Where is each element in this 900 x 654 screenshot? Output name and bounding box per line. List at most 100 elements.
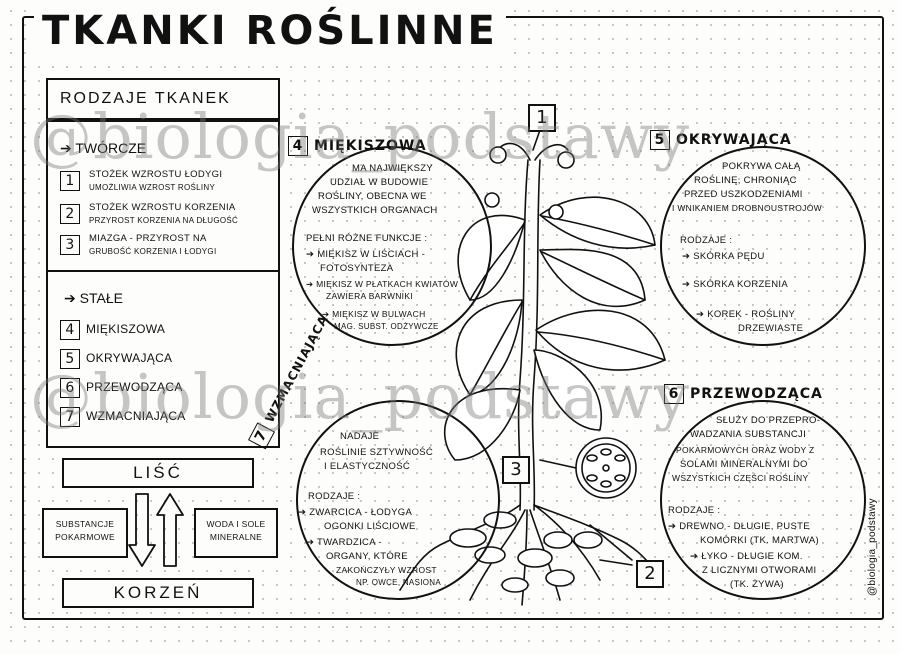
substancje-box: SUBSTANCJE POKARMOWE (42, 508, 128, 558)
przewodzaca-line: SOLAMI MINERALNYMI DO (680, 459, 808, 470)
przewodzaca-type: ➔ ŁYKO - DŁUGIE KOM. (690, 551, 803, 562)
tworcze-item-2: 2 STOŻEK WZROSTU KORZENIA PRZYROST KORZE… (60, 201, 238, 227)
okrywajaca-type: ➔ KOREK - ROŚLINY (696, 309, 796, 320)
woda-label: WODA I SOLE MINERALNE (206, 519, 266, 542)
tworcze-item-line1: STOŻEK WZROSTU ŁODYGI (88, 169, 223, 180)
stale-panel (46, 270, 280, 448)
num-badge: 4 (60, 320, 80, 340)
miekiszowa-line: MA NAJWIĘKSZY (352, 163, 433, 174)
okrywajaca-types-title: RODZAJE : (680, 235, 733, 246)
miekiszowa-line: WSZYSTKICH ORGANACH (312, 205, 438, 216)
tworcze-item-line1: STOŻEK WZROSTU KORZENIA (88, 202, 236, 213)
watermark-bottom: @biologia_podstawy (30, 360, 690, 433)
function-text: MIĘKISZ W LIŚCIACH - (317, 249, 426, 260)
num-badge: 3 (60, 235, 80, 255)
type-text: ŁYKO - DŁUGIE KOM. (701, 551, 803, 562)
num-badge: 4 (288, 136, 308, 156)
num-badge: 5 (650, 130, 670, 150)
woda-box: WODA I SOLE MINERALNE (194, 508, 278, 558)
wzmacniajaca-type: ➔ ZWARCICA - ŁODYGA (298, 507, 413, 518)
plant-label-3: 3 (502, 456, 530, 484)
plant-label-1-text: 1 (536, 107, 548, 128)
miekiszowa-function: FOTOSYNTEZA (320, 263, 394, 274)
okrywajaca-type: DRZEWIASTE (738, 323, 804, 334)
przewodzaca-line: WSZYSTKICH CZĘŚCI ROŚLINY (672, 473, 809, 483)
miekiszowa-function: ➔ MIĘKISZ W LIŚCIACH - (306, 249, 426, 260)
type-text: DREWNO - DŁUGIE, PUSTE (679, 521, 810, 532)
okrywajaca-banner: 5 OKRYWAJĄCA (650, 130, 792, 150)
num-badge: 6 (60, 378, 80, 398)
miekiszowa-function: MAG. SUBST. ODŻYWCZE (334, 322, 439, 331)
tworcze-item-line2: GRUBOŚĆ KORZENIA I ŁODYGI (88, 247, 217, 256)
korzen-box: KORZEŃ (62, 578, 254, 608)
przewodzaca-circle (660, 400, 866, 600)
watermark-top: @biologia_podstawy (30, 100, 690, 173)
tworcze-text: TWÓRCZE (75, 140, 147, 156)
korzen-label: KORZEŃ (113, 583, 203, 602)
wzmacniajaca-circle (296, 400, 500, 600)
type-text: SKÓRKA KORZENIA (693, 279, 788, 290)
miekiszowa-banner: 4 MIĘKISZOWA (288, 136, 427, 156)
rodzaje-tkanek-heading-box (46, 78, 280, 120)
tworcze-item-3: 3 MIAZGA - PRZYROST NA GRUBOŚĆ KORZENIA … (60, 232, 216, 258)
wzmacniajaca-types-title: RODZAJE : (308, 491, 361, 502)
stale-item-label: OKRYWAJĄCA (86, 351, 173, 366)
stale-item-label: WZMACNIAJĄCA (86, 409, 186, 424)
function-text: MIĘKISZ W BULWACH (332, 309, 426, 319)
wzmacniajaca-type: ZAKOŃCZYŁY WZROST (336, 565, 437, 575)
okrywajaca-line: ROŚLINĘ, CHRONIĄC (694, 175, 797, 186)
okrywajaca-line: POKRYWA CAŁĄ (722, 161, 801, 172)
miekiszowa-circle (292, 146, 492, 346)
miekiszowa-title: MIĘKISZOWA (314, 138, 427, 154)
function-text: MIĘKISZ W PŁATKACH KWIATÓW (316, 279, 459, 289)
miekiszowa-function: ZAWIERA BARWNIKI (326, 291, 413, 301)
tworcze-item-line1: MIAZGA - PRZYROST NA (88, 233, 207, 244)
miekiszowa-function: ➔ MIĘKISZ W PŁATKACH KWIATÓW (306, 279, 459, 289)
wzmacniajaca-line: I ELASTYCZNOŚĆ (324, 461, 411, 472)
type-text: TWARDZICA - (317, 537, 382, 548)
przewodzaca-line: SŁUŻY DO PRZEPRO- (716, 415, 821, 426)
substancje-label: SUBSTANCJE POKARMOWE (55, 519, 115, 542)
przewodzaca-line: WADZANIA SUBSTANCJI (690, 429, 807, 440)
miekiszowa-line: UDZIAŁ W BUDOWIE (330, 177, 429, 188)
num-badge: 7 (60, 407, 80, 427)
plant-label-2-text: 2 (644, 563, 656, 584)
tworcze-item-line2: PRZYROST KORZENIA NA DŁUGOŚĆ (88, 216, 239, 225)
tworcze-item-line2: UMOŻLIWIA WZROST ROŚLINY (88, 183, 216, 192)
num-badge: 1 (60, 171, 80, 191)
stale-item-label: PRZEWODZĄCA (86, 380, 183, 395)
wzmacniajaca-type: ➔ TWARDZICA - (306, 537, 382, 548)
przewodzaca-type: Z LICZNYMI OTWORAMI (702, 565, 817, 576)
num-badge: 2 (60, 204, 80, 224)
tworcze-label: ➔ TWÓRCZE (60, 140, 147, 156)
przewodzaca-type: ➔ DREWNO - DŁUGIE, PUSTE (668, 521, 810, 532)
wzmacniajaca-type: ORGANY, KTÓRE (326, 551, 408, 562)
przewodzaca-line: POKARMOWYCH ORAZ WODY Z (676, 445, 815, 455)
type-text: ZWARCICA - ŁODYGA (309, 507, 413, 518)
miekiszowa-line: ROŚLINY, OBECNA WE (318, 191, 427, 202)
przewodzaca-type: KOMÓRKI (TK. MARTWA) (700, 535, 819, 546)
przewodzaca-type: (TK. ŻYWA) (730, 579, 784, 590)
wzmacniajaca-type: NP. OWCE, NASIONA (356, 578, 441, 587)
plant-label-1: 1 (528, 104, 556, 132)
rodzaje-tkanek-heading: RODZAJE TKANEK (60, 90, 231, 107)
stale-text: STAŁE (79, 290, 123, 306)
stale-label: ➔ STAŁE (64, 290, 123, 306)
okrywajaca-type: ➔ SKÓRKA PĘDU (682, 251, 765, 262)
type-text: KOREK - ROŚLINY (707, 309, 796, 320)
wzmacniajaca-type: OGONKI LIŚCIOWE (324, 521, 416, 532)
side-signature: @biologia_podstawy (867, 498, 878, 596)
przewodzaca-title: PRZEWODZĄCA (690, 386, 823, 402)
stale-item-7: 7 WZMACNIAJĄCA (60, 407, 186, 427)
okrywajaca-line: I WNIKANIEM DROBNOUSTROJÓW (672, 203, 822, 213)
okrywajaca-title: OKRYWAJĄCA (676, 132, 792, 148)
przewodzaca-types-title: RODZAJE : (668, 505, 721, 516)
okrywajaca-type: ➔ SKÓRKA KORZENIA (682, 279, 788, 290)
page-title: TKANKI ROŚLINNE (34, 8, 506, 54)
lisc-box: LIŚĆ (62, 458, 254, 488)
stale-item-6: 6 PRZEWODZĄCA (60, 378, 183, 398)
